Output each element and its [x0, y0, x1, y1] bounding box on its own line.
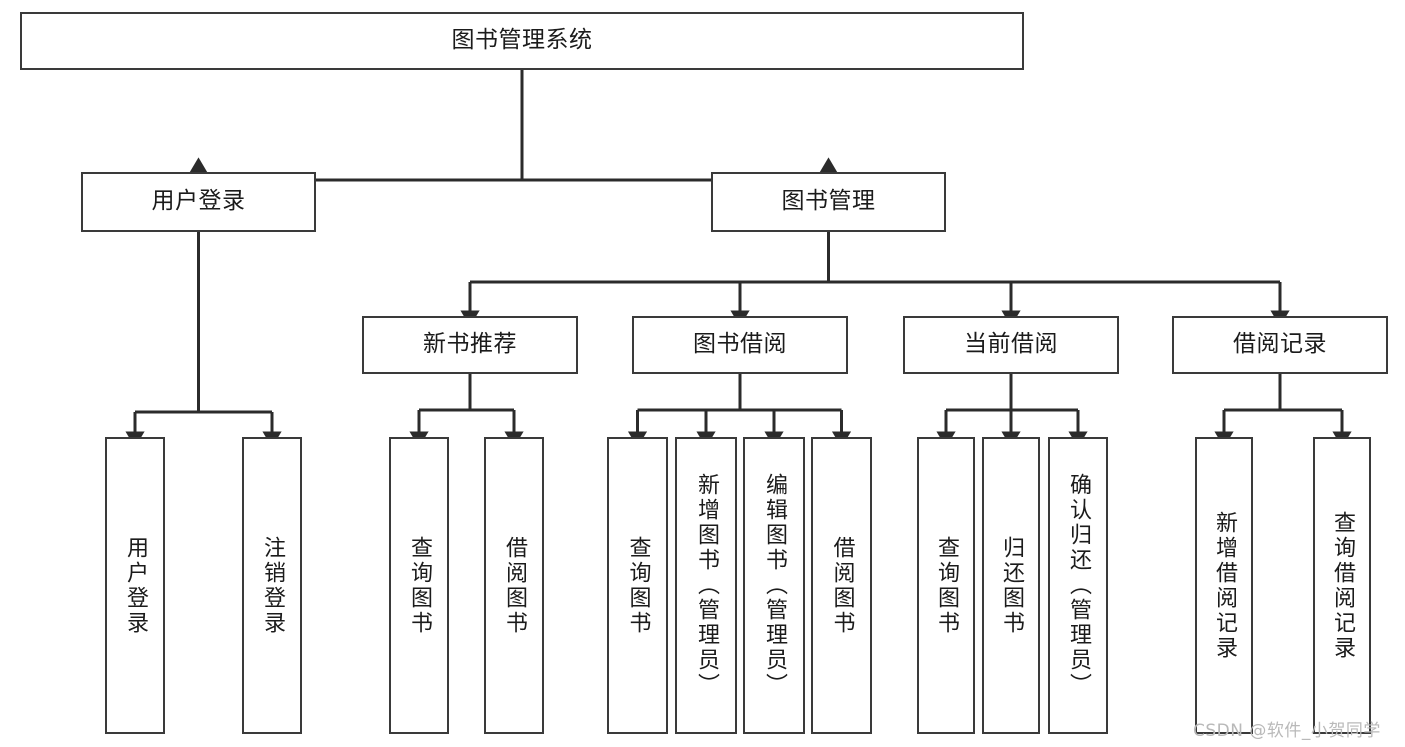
- node-current-borrow[interactable]: 当前借阅: [903, 316, 1119, 374]
- node-label: 新增图书（管理员）: [694, 473, 719, 698]
- node-user-login[interactable]: 用户登录: [81, 172, 316, 232]
- node-label: 新增借阅记录: [1212, 510, 1237, 661]
- node-leaf-borrow1[interactable]: 借阅图书: [484, 437, 544, 734]
- node-label: 图书借阅: [693, 331, 787, 358]
- node-label: 图书管理系统: [451, 27, 593, 54]
- node-label: 借阅记录: [1233, 331, 1327, 358]
- node-leaf-logout[interactable]: 注销登录: [242, 437, 302, 734]
- node-leaf-return[interactable]: 归还图书: [982, 437, 1040, 734]
- node-leaf-addbook[interactable]: 新增图书（管理员）: [675, 437, 737, 734]
- node-leaf-borrow2[interactable]: 借阅图书: [811, 437, 872, 734]
- node-label: 确认归还（管理员）: [1066, 473, 1091, 698]
- node-label: 用户登录: [151, 188, 246, 215]
- node-label: 查询借阅记录: [1330, 510, 1355, 661]
- node-label: 图书管理: [781, 188, 876, 215]
- node-leaf-queryrec[interactable]: 查询借阅记录: [1313, 437, 1371, 734]
- node-label: 用户登录: [123, 535, 148, 636]
- node-label: 当前借阅: [964, 331, 1058, 358]
- node-leaf-addrec[interactable]: 新增借阅记录: [1195, 437, 1253, 734]
- node-borrow-record[interactable]: 借阅记录: [1172, 316, 1388, 374]
- node-label: 归还图书: [999, 535, 1024, 636]
- node-label: 查询图书: [625, 535, 651, 636]
- node-leaf-query2[interactable]: 查询图书: [607, 437, 668, 734]
- node-label: 查询图书: [934, 535, 959, 636]
- node-leaf-login[interactable]: 用户登录: [105, 437, 165, 734]
- watermark-label: CSDN @软件_小贺同学: [1193, 721, 1381, 741]
- node-book-borrow[interactable]: 图书借阅: [632, 316, 848, 374]
- edge-group: [125, 70, 1352, 448]
- node-root[interactable]: 图书管理系统: [20, 12, 1024, 70]
- node-label: 编辑图书（管理员）: [762, 473, 787, 698]
- node-label: 借阅图书: [829, 535, 855, 636]
- node-leaf-confirm[interactable]: 确认归还（管理员）: [1048, 437, 1108, 734]
- node-label: 借阅图书: [502, 535, 527, 636]
- node-leaf-editbook[interactable]: 编辑图书（管理员）: [743, 437, 805, 734]
- node-book-manage[interactable]: 图书管理: [711, 172, 946, 232]
- node-new-book-rec[interactable]: 新书推荐: [362, 316, 578, 374]
- node-label: 查询图书: [407, 535, 432, 636]
- node-leaf-query3[interactable]: 查询图书: [917, 437, 975, 734]
- node-leaf-query1[interactable]: 查询图书: [389, 437, 449, 734]
- node-label: 注销登录: [260, 535, 285, 636]
- node-label: 新书推荐: [423, 331, 517, 358]
